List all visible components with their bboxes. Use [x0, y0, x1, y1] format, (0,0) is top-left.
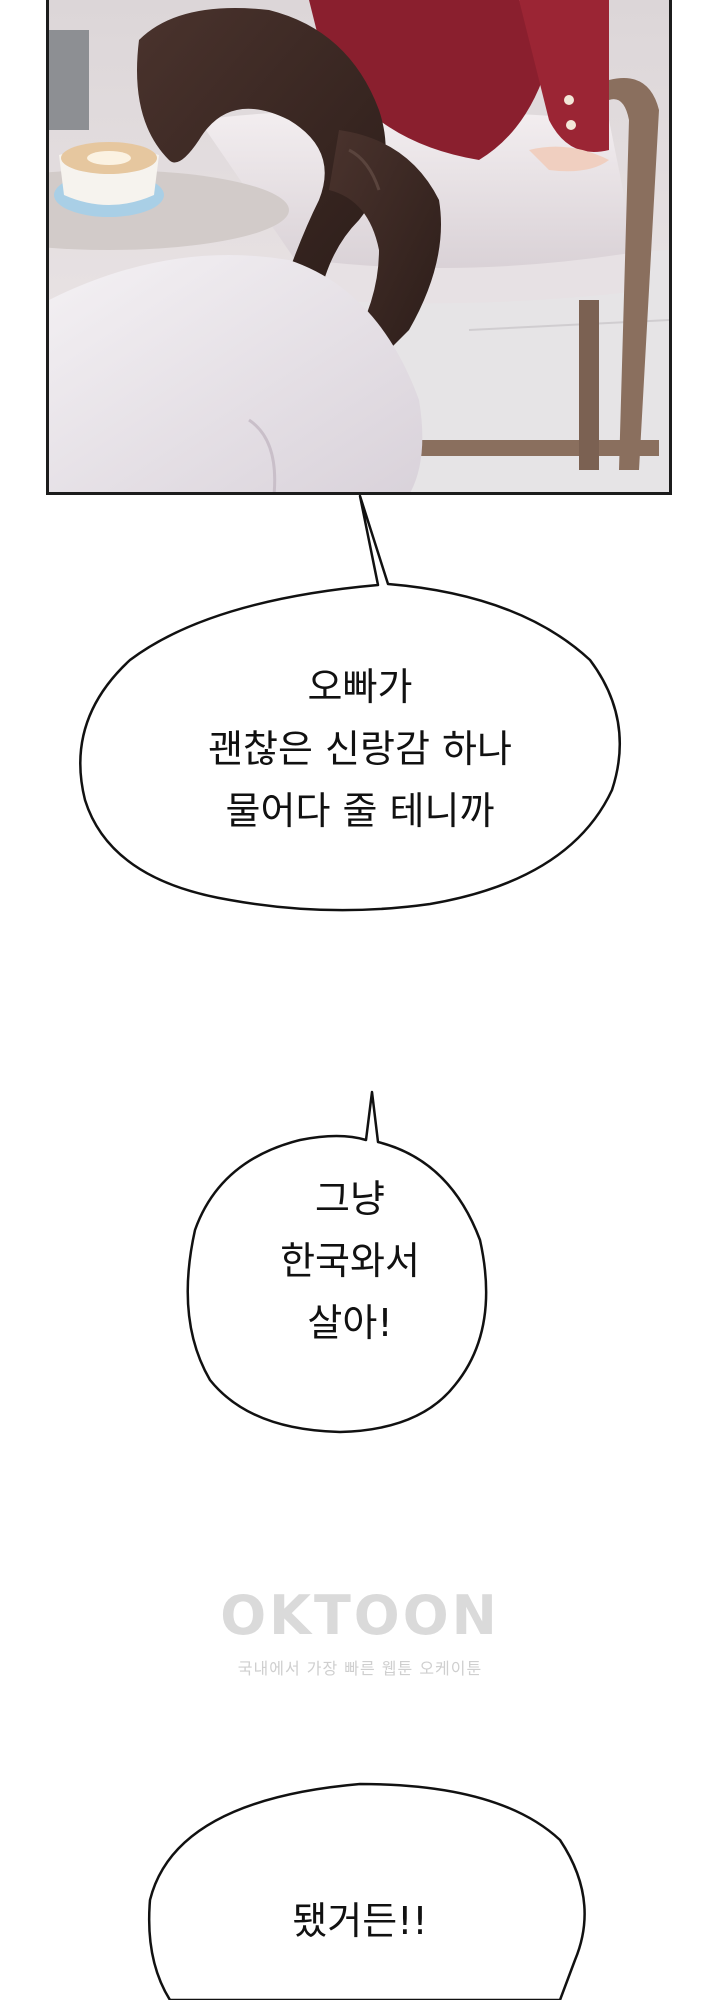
watermark-tagline: 국내에서 가장 빠른 웹툰 오케이툰 [237, 1659, 483, 1678]
speech-bubble-3-outline [147, 1782, 586, 2000]
panel-artwork [49, 0, 669, 492]
watermark-logo: OKTOON [220, 1584, 500, 1647]
speech-bubble-3-text: 됐거든!! [260, 1890, 460, 1952]
speech-bubble-2-text: 그냥 한국와서 살아! [230, 1168, 470, 1354]
bubble-2-line-1: 그냥 [315, 1177, 385, 1221]
bubble-1-line-2: 괜찮은 신랑감 하나 [208, 727, 512, 771]
speech-bubble-2-outline [186, 1090, 488, 1434]
bubble-1-line-3: 물어다 줄 테니까 [225, 789, 495, 833]
speech-bubble-1-text: 오빠가 괜찮은 신랑감 하나 물어다 줄 테니까 [160, 656, 560, 842]
comic-panel-illustration [46, 0, 672, 495]
speech-bubble-1-outline [79, 494, 622, 912]
bubble-3-line-1: 됐거든!! [292, 1899, 428, 1943]
bubble-2-line-3: 살아! [307, 1301, 393, 1345]
bubble-2-line-2: 한국와서 [280, 1239, 420, 1283]
bubble-1-line-1: 오빠가 [307, 665, 413, 709]
